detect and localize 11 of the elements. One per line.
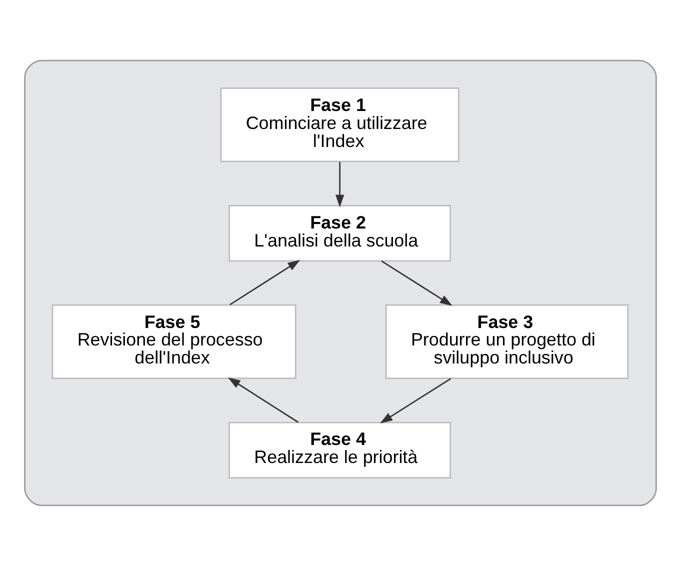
arrow bbox=[381, 260, 452, 306]
arrow bbox=[380, 378, 452, 424]
node-box: Fase 2 L'analisi della scuola bbox=[228, 204, 452, 262]
node-box: Fase 3 Produrre un progetto di sviluppo inclusivo bbox=[385, 304, 629, 380]
node-box: Fase 1 Cominciare a utilizzare l'Index bbox=[220, 88, 460, 162]
arrow bbox=[228, 377, 299, 423]
node-box: Fase 4 Realizzare le priorità bbox=[228, 422, 452, 478]
arrow bbox=[230, 260, 300, 306]
cluster bbox=[24, 60, 657, 506]
node-box: Fase 5 Revisione del processo dell'Index bbox=[52, 304, 296, 380]
arrow bbox=[335, 162, 344, 208]
